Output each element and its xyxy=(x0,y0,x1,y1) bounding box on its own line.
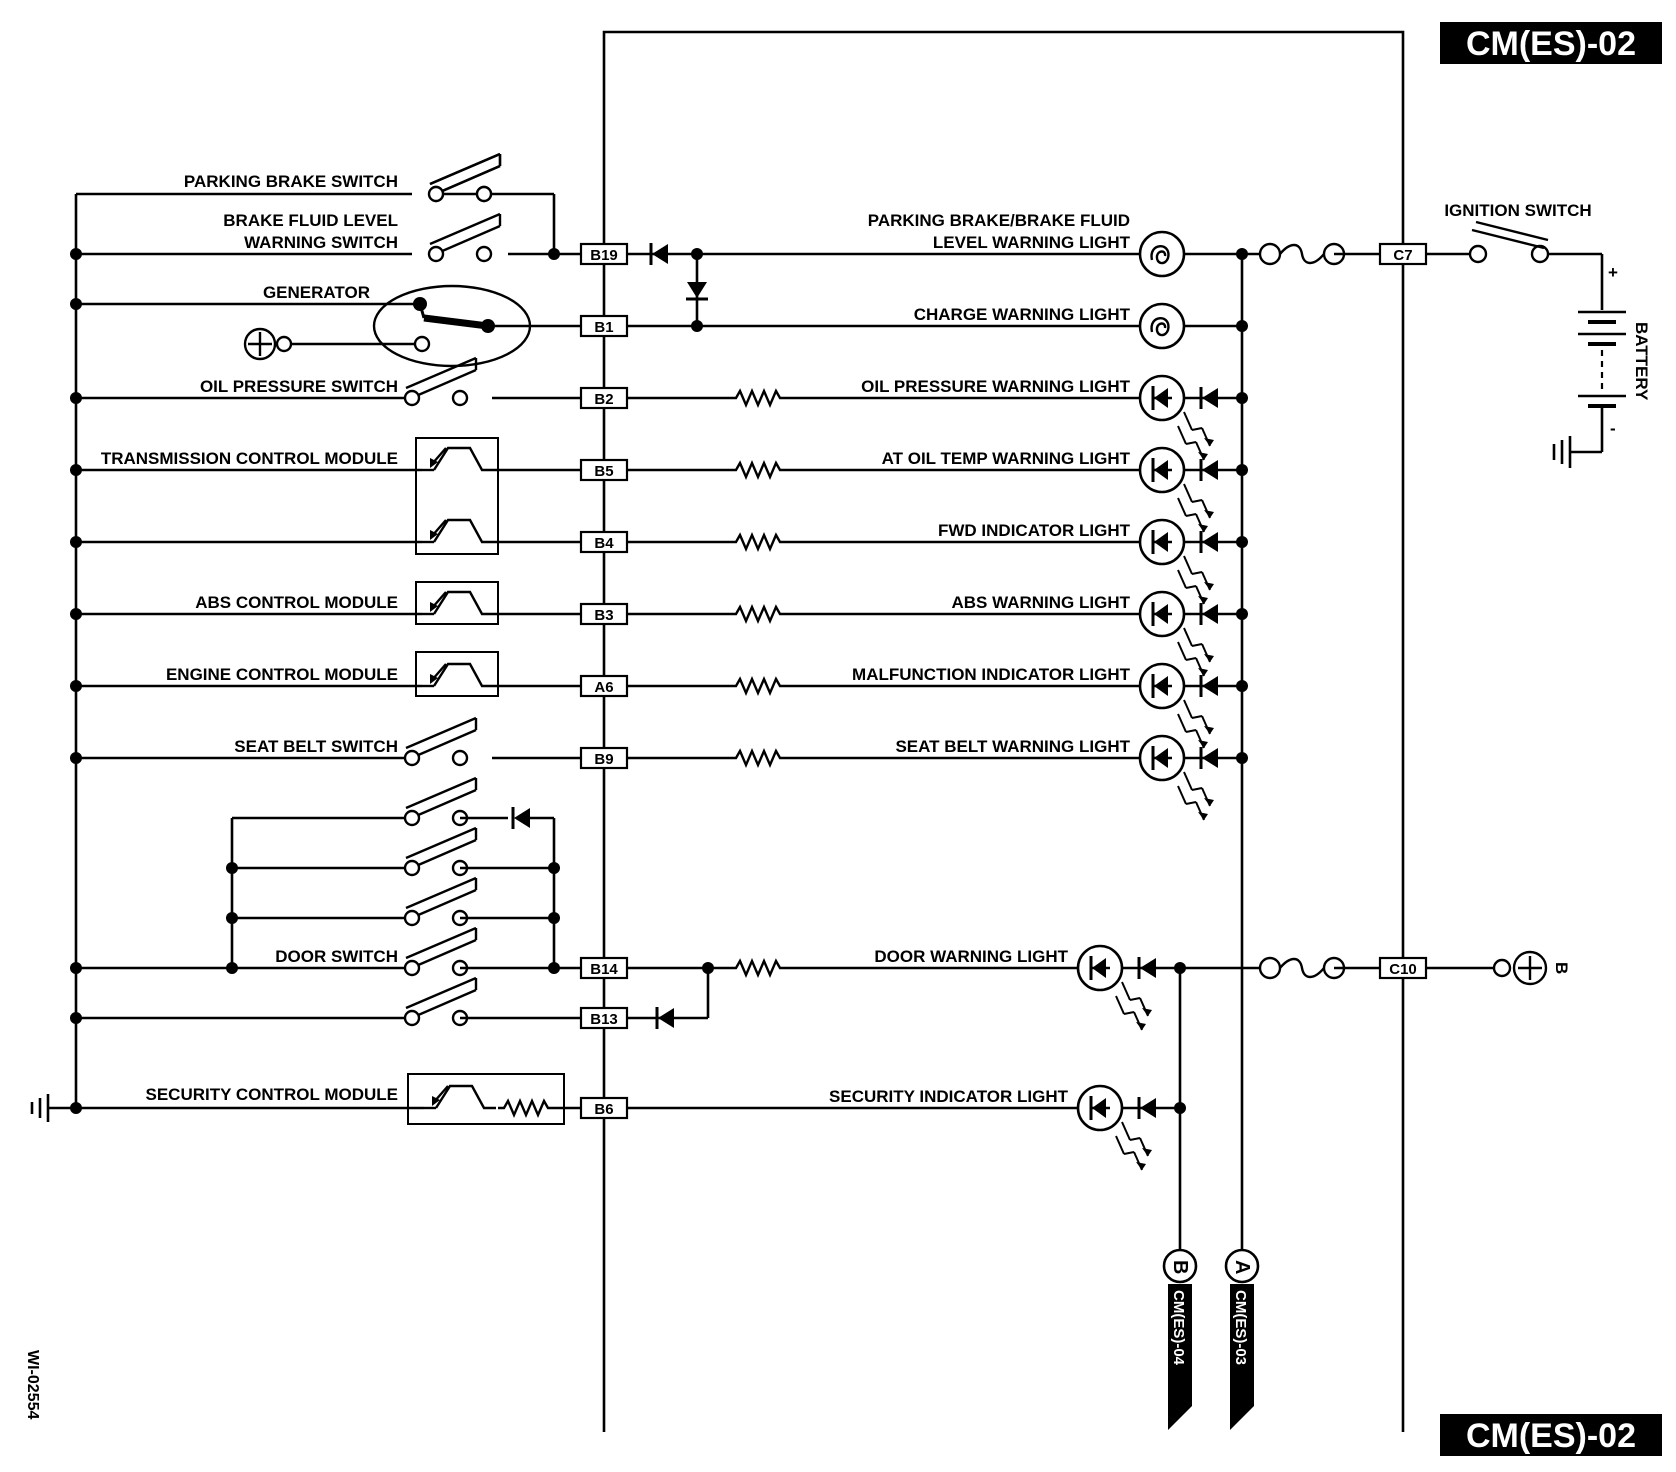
row-b3-abs: ABS CONTROL MODULE B3 ABS WARNING LIGHT xyxy=(70,581,1248,677)
svg-text:OIL PRESSURE WARNING LIGHT: OIL PRESSURE WARNING LIGHT xyxy=(861,377,1130,396)
svg-text:OIL PRESSURE SWITCH: OIL PRESSURE SWITCH xyxy=(200,377,398,396)
svg-text:B4: B4 xyxy=(594,535,614,552)
svg-text:CHARGE WARNING LIGHT: CHARGE WARNING LIGHT xyxy=(914,305,1131,324)
svg-text:A6: A6 xyxy=(594,679,613,696)
row-b13: B13 xyxy=(70,968,710,1031)
svg-text:C7: C7 xyxy=(1393,247,1412,264)
svg-text:B19: B19 xyxy=(590,247,618,264)
row-a6-engine: ENGINE CONTROL MODULE A6 MALFUNCTION IND… xyxy=(70,651,1248,749)
svg-text:CM(ES)-03: CM(ES)-03 xyxy=(1232,1290,1249,1365)
connector-a-cm-es-03: A CM(ES)-03 xyxy=(1224,1248,1260,1430)
svg-text:-: - xyxy=(1610,419,1616,438)
svg-text:SECURITY INDICATOR LIGHT: SECURITY INDICATOR LIGHT xyxy=(829,1087,1069,1106)
ground-bus xyxy=(30,192,556,1122)
connector-b-cm-es-04: B CM(ES)-04 xyxy=(1162,1248,1198,1430)
ignition-switch: IGNITION SWITCH xyxy=(1444,201,1604,310)
combination-meter-outline xyxy=(602,30,1405,1432)
row-b1-generator: GENERATOR B1 CHARGE WARNING LIGHT xyxy=(70,283,1248,368)
row-b14-door: DOOR SWITCH B14 DOOR WARNING LIGHT C10 B xyxy=(70,926,1571,1031)
svg-text:B3: B3 xyxy=(594,607,613,624)
svg-text:CM(ES)-04: CM(ES)-04 xyxy=(1170,1290,1187,1366)
svg-text:SECURITY CONTROL MODULE: SECURITY CONTROL MODULE xyxy=(146,1085,399,1104)
svg-text:A: A xyxy=(1231,1260,1253,1274)
svg-text:ENGINE CONTROL MODULE: ENGINE CONTROL MODULE xyxy=(166,665,398,684)
transmission-control-module: TRANSMISSION CONTROL MODULE xyxy=(101,437,499,555)
parking-brake-switch: PARKING BRAKE SWITCH xyxy=(184,152,502,205)
svg-text:B9: B9 xyxy=(594,751,613,768)
svg-text:ABS WARNING LIGHT: ABS WARNING LIGHT xyxy=(952,593,1131,612)
row-b5-at-oil-temp: B5 AT OIL TEMP WARNING LIGHT xyxy=(70,446,1248,533)
svg-text:B5: B5 xyxy=(594,463,613,480)
svg-text:DOOR WARNING LIGHT: DOOR WARNING LIGHT xyxy=(874,947,1068,966)
svg-text:PARKING BRAKE SWITCH: PARKING BRAKE SWITCH xyxy=(184,172,398,191)
svg-text:WARNING SWITCH: WARNING SWITCH xyxy=(244,233,398,252)
svg-text:SEAT BELT WARNING LIGHT: SEAT BELT WARNING LIGHT xyxy=(895,737,1130,756)
svg-text:SEAT BELT SWITCH: SEAT BELT SWITCH xyxy=(234,737,398,756)
svg-text:CM(ES)-02: CM(ES)-02 xyxy=(1466,25,1636,63)
battery: + - BATTERY xyxy=(1552,263,1651,468)
svg-text:ABS CONTROL MODULE: ABS CONTROL MODULE xyxy=(195,593,398,612)
page-tag-bottom: CM(ES)-02 xyxy=(1440,1414,1662,1456)
svg-text:B14: B14 xyxy=(590,961,618,978)
svg-text:GENERATOR: GENERATOR xyxy=(263,283,370,302)
svg-text:FWD INDICATOR LIGHT: FWD INDICATOR LIGHT xyxy=(938,521,1131,540)
svg-text:AT OIL TEMP WARNING LIGHT: AT OIL TEMP WARNING LIGHT xyxy=(882,449,1131,468)
svg-text:MALFUNCTION INDICATOR LIGHT: MALFUNCTION INDICATOR LIGHT xyxy=(852,665,1131,684)
svg-text:BRAKE FLUID LEVEL: BRAKE FLUID LEVEL xyxy=(223,211,398,230)
row-b2-oil-pressure: OIL PRESSURE SWITCH B2 OIL PRESSURE WARN… xyxy=(70,356,1248,461)
row-b6-security: SECURITY CONTROL MODULE B6 SECURITY INDI… xyxy=(70,1073,1186,1171)
row-b19: BRAKE FLUID LEVEL WARNING SWITCH B19 PAR… xyxy=(70,211,1470,332)
svg-text:TRANSMISSION CONTROL MODULE: TRANSMISSION CONTROL MODULE xyxy=(101,449,398,468)
svg-text:C10: C10 xyxy=(1389,961,1417,978)
svg-text:IGNITION SWITCH: IGNITION SWITCH xyxy=(1444,201,1591,220)
svg-text:BATTERY: BATTERY xyxy=(1632,322,1651,401)
page-tag-top: CM(ES)-02 xyxy=(1440,22,1662,64)
svg-text:B: B xyxy=(1552,962,1571,974)
svg-text:B6: B6 xyxy=(594,1101,613,1118)
svg-text:+: + xyxy=(1608,263,1618,282)
row-b9-seat-belt: SEAT BELT SWITCH B9 SEAT BELT WARNING LI… xyxy=(70,716,1248,821)
row-b4-fwd: B4 FWD INDICATOR LIGHT xyxy=(70,518,1248,605)
svg-text:CM(ES)-02: CM(ES)-02 xyxy=(1466,1417,1636,1455)
svg-text:B13: B13 xyxy=(590,1011,618,1028)
svg-text:B2: B2 xyxy=(594,391,613,408)
svg-text:B: B xyxy=(1169,1260,1191,1274)
svg-text:DOOR SWITCH: DOOR SWITCH xyxy=(275,947,398,966)
figure-id: WI-02554 xyxy=(24,1350,41,1419)
svg-text:PARKING BRAKE/BRAKE FLUID: PARKING BRAKE/BRAKE FLUID xyxy=(868,211,1130,230)
svg-text:LEVEL WARNING LIGHT: LEVEL WARNING LIGHT xyxy=(933,233,1131,252)
door-switch-cluster xyxy=(226,776,560,968)
svg-text:B1: B1 xyxy=(594,319,613,336)
